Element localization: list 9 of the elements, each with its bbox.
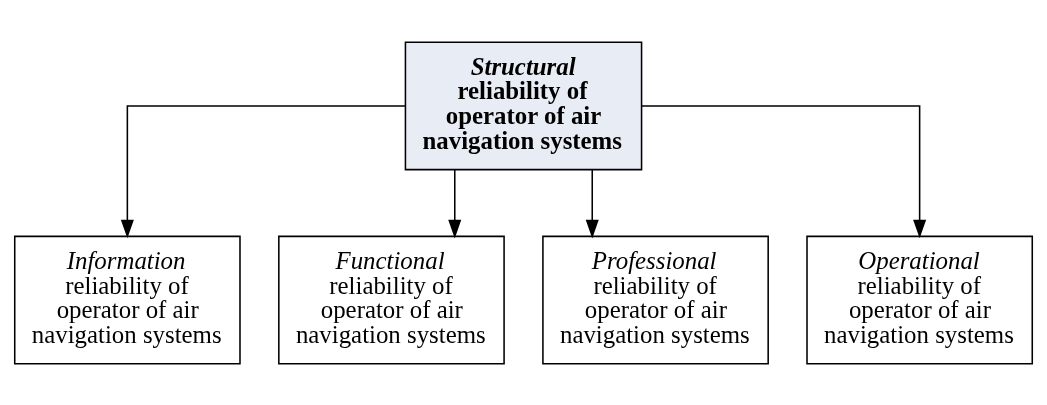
node-box: Functional reliability of operator of air navigation systems <box>278 235 505 365</box>
arrow <box>585 168 599 238</box>
arrow <box>641 104 927 238</box>
arrow <box>120 104 406 238</box>
node-box: Professional reliability of operator of air navigation systems <box>542 235 769 365</box>
node-box: Structural reliability of operator of air navigation systems <box>404 40 643 170</box>
node-box: Information reliability of operator of air navigation systems <box>13 235 241 365</box>
node-box: Operational reliability of operator of air navigation systems <box>806 235 1034 365</box>
arrow <box>448 168 462 238</box>
